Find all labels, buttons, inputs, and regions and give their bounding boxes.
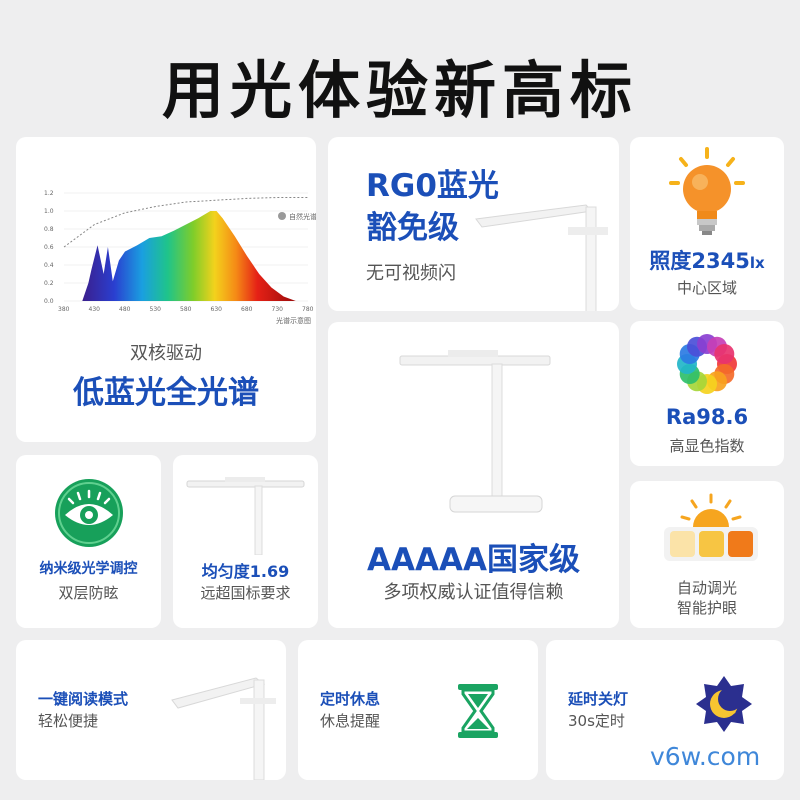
- x-tick-label: 380: [58, 306, 70, 313]
- nano-title: 纳米级光学调控: [39, 561, 138, 577]
- color-petal: [714, 344, 735, 364]
- rest-timer-title: 定时休息: [320, 690, 381, 708]
- auto-dimming-title: 自动调光: [676, 579, 737, 597]
- delay-off-subtitle: 30s定时: [568, 712, 625, 730]
- illuminance-unit: lx: [749, 254, 765, 272]
- aaaaa-subtitle: 多项权威认证值得信赖: [383, 582, 564, 603]
- aaaaa-card: AAAAA国家级 多项权威认证值得信赖: [328, 322, 619, 628]
- x-tick-label: 730: [272, 306, 284, 313]
- aaaaa-title: AAAAA国家级: [367, 542, 580, 578]
- rg0-title: RG0蓝光 豁免级: [366, 165, 499, 249]
- sun-icon: [664, 493, 758, 561]
- uniformity-card: 均匀度1.69 远超国标要求: [173, 455, 318, 628]
- nano-optics-card: 纳米级光学调控 双层防眩: [16, 455, 161, 628]
- desk-lamp-image: [475, 204, 608, 311]
- brightness-mid-swatch: [699, 531, 724, 557]
- auto-dimming-subtitle: 智能护眼: [676, 599, 737, 617]
- ra-value: Ra98.6: [665, 405, 749, 429]
- eye-icon: [55, 479, 123, 547]
- light-bulb-icon: [669, 147, 745, 235]
- x-tick-label: 580: [180, 306, 192, 313]
- rg0-subtitle: 无可视频闪: [366, 263, 456, 284]
- y-tick-label: 0.8: [44, 226, 54, 233]
- sun-legend-icon: [278, 212, 286, 220]
- spectrum-card: 0.0 0.2 0.4 0.6 0.8 1.0 1.2 380 430 480 530 580 630…: [16, 137, 316, 442]
- rg0-title-line2: 豁免级: [366, 210, 459, 246]
- reading-mode-title: 一键阅读模式: [38, 690, 129, 708]
- lamp-spectrum-area: [82, 211, 296, 301]
- y-tick-label: 0.2: [44, 280, 54, 287]
- x-tick-label: 630: [211, 306, 223, 313]
- illuminance-number: 照度2345: [649, 249, 750, 273]
- reading-mode-subtitle: 轻松便捷: [38, 712, 99, 730]
- desk-lamp-image: [171, 677, 276, 780]
- x-tick-label: 530: [150, 306, 162, 313]
- y-tick-label: 0.6: [44, 244, 54, 251]
- desk-lamp-image: [399, 350, 551, 513]
- x-tick-label: 430: [89, 306, 101, 313]
- rg0-title-line1: RG0蓝光: [366, 168, 499, 204]
- auto-dimming-card: 自动调光 智能护眼: [630, 481, 784, 628]
- spectrum-title: 低蓝光全光谱: [73, 375, 259, 411]
- page-title: 用光体验新高标: [161, 54, 638, 127]
- y-tick-label: 1.2: [44, 190, 54, 197]
- color-rendering-card: Ra98.6 高显色指数: [630, 321, 784, 466]
- ra-subtitle: 高显色指数: [669, 437, 745, 455]
- delay-off-card: 延时关灯 30s定时: [546, 640, 784, 780]
- x-tick-label: 780: [302, 306, 314, 313]
- x-tick-label: 480: [119, 306, 131, 313]
- watermark: v6w.com: [650, 742, 761, 771]
- legend-label: 自然光谱: [289, 212, 316, 221]
- illuminance-subtitle: 中心区域: [676, 279, 737, 297]
- spectrum-chart: 0.0 0.2 0.4 0.6 0.8 1.0 1.2 380 430 480 530 580 630…: [44, 190, 316, 325]
- y-tick-label: 0.4: [44, 262, 54, 269]
- x-tick-label: 680: [241, 306, 253, 313]
- uniformity-subtitle: 远超国标要求: [200, 584, 291, 602]
- rg0-card: RG0蓝光 豁免级 无可视频闪: [328, 137, 619, 311]
- uniformity-title: 均匀度1.69: [201, 562, 290, 581]
- chart-caption: 光谱示意图: [276, 316, 311, 325]
- rest-timer-card: 定时休息 休息提醒: [298, 640, 538, 780]
- brightness-high-swatch: [728, 531, 753, 557]
- y-tick-label: 1.0: [44, 208, 54, 215]
- color-wheel-center: [698, 355, 716, 373]
- brightness-low-swatch: [670, 531, 695, 557]
- illuminance-value: 照度2345lx: [630, 245, 784, 275]
- reading-mode-card: 一键阅读模式 轻松便捷: [16, 640, 286, 780]
- hourglass-icon: [458, 684, 498, 738]
- y-tick-label: 0.0: [44, 298, 54, 305]
- desk-lamp-image: [186, 477, 305, 555]
- color-wheel-icon: [677, 334, 737, 394]
- spectrum-subtitle: 双核驱动: [130, 343, 202, 364]
- moon-icon: [696, 676, 752, 732]
- rest-timer-subtitle: 休息提醒: [320, 712, 381, 730]
- nano-subtitle: 双层防眩: [58, 584, 119, 602]
- spectrum-legend: 自然光谱: [278, 212, 316, 221]
- illuminance-card: 照度2345lx 中心区域: [630, 137, 784, 310]
- natural-spectrum-line: [63, 197, 308, 248]
- delay-off-title: 延时关灯: [568, 690, 629, 708]
